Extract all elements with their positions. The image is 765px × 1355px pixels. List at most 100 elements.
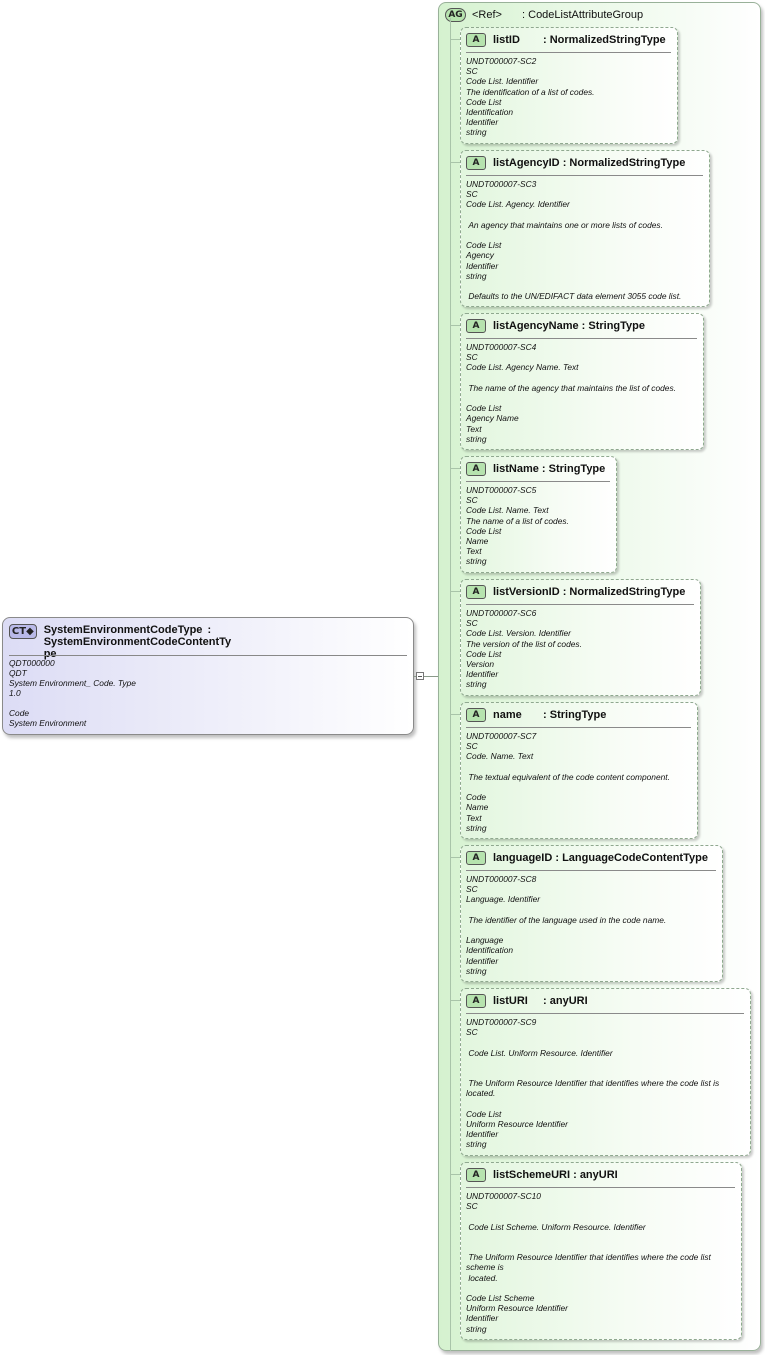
attribute-annotation-line [466, 762, 691, 772]
attribute-title: listID: NormalizedStringType [493, 34, 666, 46]
attribute-annotation-line [466, 1211, 735, 1221]
type-separator: : [559, 157, 570, 169]
attribute-tree-branch [450, 162, 460, 163]
attribute-annotation-line: scheme is [466, 1262, 504, 1273]
type-separator: : [559, 586, 570, 598]
type-separator: : [538, 463, 549, 475]
attribute-annotation-line: Code List [466, 240, 502, 251]
attribute-tree-branch [450, 1174, 460, 1175]
attribute-annotation-line: Code List. Name. Text [466, 505, 549, 516]
attribute-tree-branch [450, 857, 460, 858]
attribute-title: listAgencyName : StringType [493, 320, 645, 332]
type-separator: : [522, 9, 529, 21]
attribute-annotation-line: Code List [466, 1108, 502, 1119]
attribute-annotation-line: The version of the list of codes. [466, 638, 582, 649]
attribute-tree-branch [450, 39, 460, 40]
attribute-annotation-line: SC [466, 495, 478, 506]
attribute-annotation-line: SC [466, 1027, 478, 1038]
attribute-type: StringType [588, 320, 646, 332]
attribute-tree-branch [450, 591, 460, 592]
attribute-divider [466, 338, 697, 339]
attribute-annotation-line: Identifier [466, 1129, 499, 1140]
attribute-name: listID [493, 34, 520, 46]
attribute-badge-icon: A [466, 585, 486, 599]
attribute-badge-icon: A [466, 319, 486, 333]
attribute-divider [466, 727, 691, 728]
attribute-annotation-line: SC [466, 189, 478, 200]
attribute-annotation-line: Text [466, 546, 482, 557]
attribute-annotation-line: Identifier [466, 260, 499, 271]
attribute-annotation-line: Code. Name. Text [466, 751, 534, 762]
attribute-annotation-line [466, 373, 697, 383]
attribute-title: listURI: anyURI [493, 995, 588, 1007]
attribute-annotation-line: Identification [466, 945, 514, 956]
attribute-annotation-line: The textual equivalent of the code conte… [466, 771, 670, 782]
attribute-annotation-line: located. [466, 1272, 498, 1283]
attribute-annotation-line: string [466, 1139, 487, 1150]
attribute-annotation-line: UNDT000007-SC4 [466, 342, 537, 352]
attribute-annotation-line: Code List. Agency Name. Text [466, 362, 579, 373]
attribute-divider [466, 870, 716, 871]
attribute-annotation-line: UNDT000007-SC5 [466, 485, 537, 495]
attribute-annotation-line: string [466, 556, 487, 567]
attribute-title: listAgencyID : NormalizedStringType [493, 157, 685, 169]
attribute-name: listAgencyID [493, 157, 560, 169]
attribute-group-title: <Ref>: CodeListAttributeGroup [472, 9, 643, 21]
attribute-name: listURI [493, 995, 528, 1007]
attribute-name: languageID [493, 852, 553, 864]
attribute-group-badge-icon: AG [445, 8, 466, 22]
connector-line-2 [424, 676, 438, 677]
attribute-annotation-line: UNDT000007-SC9 [466, 1017, 537, 1027]
attribute-annotation-line: Name [466, 802, 489, 813]
attribute-title: listVersionID : NormalizedStringType [493, 586, 685, 598]
attribute-annotation-line [466, 230, 703, 240]
attribute-annotation-line: string [466, 965, 487, 976]
attribute-annotation-line [466, 210, 703, 220]
attribute-annotation-line: Code List. Identifier [466, 76, 539, 87]
attribute-annotation-line: Name [466, 536, 489, 547]
attribute-badge-icon: A [466, 851, 486, 865]
attribute-annotation-line: The name of the agency that maintains th… [466, 382, 676, 393]
attribute-name: listAgencyName [493, 320, 579, 332]
attribute-annotation-line: string [466, 822, 487, 833]
attribute-annotation-line: Identifier [466, 1313, 499, 1324]
attribute-annotation-line: string [466, 1323, 487, 1334]
complex-type-box[interactable]: CT◆ SystemEnvironmentCodeType:SystemEnvi… [2, 617, 414, 735]
type-separator: : [552, 852, 563, 864]
attribute-title: listName : StringType [493, 463, 605, 475]
complex-type-divider [9, 655, 407, 656]
collapse-toggle-icon[interactable] [416, 672, 424, 680]
attribute-annotation-line [466, 1283, 735, 1293]
attribute-type: NormalizedStringType [569, 586, 686, 598]
attribute-annotation-line: Identifier [466, 117, 499, 128]
attribute-type: StringType [548, 463, 606, 475]
type-separator: : [543, 995, 550, 1007]
attribute-annotation-line: Agency Name [466, 413, 519, 424]
attribute-annotation-line [466, 905, 716, 915]
attribute-badge-icon: A [466, 1168, 486, 1182]
attribute-annotation-line: UNDT000007-SC8 [466, 874, 537, 884]
attribute-annotation-line: Code List [466, 96, 502, 107]
attribute-name: name [493, 709, 522, 721]
attribute-type: NormalizedStringType [569, 157, 686, 169]
attribute-annotation-line: Code List [466, 525, 502, 536]
